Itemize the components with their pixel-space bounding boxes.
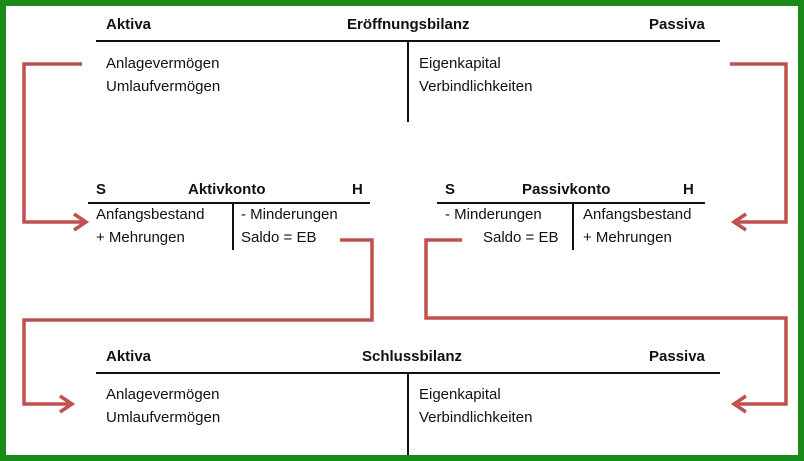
opening-passiva-header: Passiva xyxy=(649,16,705,33)
closing-right-item: Eigenkapital xyxy=(419,386,501,403)
aktivkonto-left-item: Anfangsbestand xyxy=(96,206,205,223)
closing-passiva-header: Passiva xyxy=(649,348,705,365)
opening-vertical-line xyxy=(407,40,409,122)
arrow-aktivkonto-to-closing xyxy=(22,238,374,406)
aktivkonto-right-item: Saldo = EB xyxy=(241,229,317,246)
closing-title: Schlussbilanz xyxy=(362,348,463,365)
opening-title: Eröffnungsbilanz xyxy=(347,16,470,33)
opening-right-item: Verbindlichkeiten xyxy=(419,78,533,95)
arrowhead-closing-left xyxy=(59,394,76,414)
opening-left-item: Anlagevermögen xyxy=(106,55,220,72)
closing-left-item: Anlagevermögen xyxy=(106,386,220,403)
aktivkonto-haben-label: H xyxy=(352,181,363,198)
aktivkonto-soll-label: S xyxy=(96,181,107,198)
arrowhead-aktivkonto xyxy=(73,212,90,232)
opening-left-item: Umlaufvermögen xyxy=(106,78,221,95)
closing-vertical-line xyxy=(407,372,409,455)
aktivkonto-vertical-line xyxy=(232,202,234,250)
passivkonto-left-item: - Minderungen xyxy=(445,206,542,223)
passivkonto-right-item: + Mehrungen xyxy=(583,229,672,246)
passivkonto-left-item: Saldo = EB xyxy=(483,229,559,246)
opening-aktiva-header: Aktiva xyxy=(106,16,152,33)
passivkonto-haben-label: H xyxy=(683,181,694,198)
aktivkonto-left-item: + Mehrungen xyxy=(96,229,185,246)
arrowhead-passivkonto xyxy=(730,212,747,232)
passivkonto-vertical-line xyxy=(572,202,574,250)
closing-aktiva-header: Aktiva xyxy=(106,348,152,365)
arrow-opening-to-passivkonto xyxy=(730,62,788,224)
arrowhead-closing-right xyxy=(730,394,747,414)
closing-right-item: Verbindlichkeiten xyxy=(419,409,533,426)
closing-left-item: Umlaufvermögen xyxy=(106,409,221,426)
arrow-passivkonto-to-closing xyxy=(424,238,788,406)
passivkonto-horizontal-line xyxy=(437,202,705,204)
aktivkonto-horizontal-line xyxy=(88,202,370,204)
opening-right-item: Eigenkapital xyxy=(419,55,501,72)
diagram-canvas xyxy=(6,6,798,455)
arrow-opening-to-aktivkonto xyxy=(22,62,84,224)
passivkonto-title: Passivkonto xyxy=(522,181,611,198)
aktivkonto-right-item: - Minderungen xyxy=(241,206,338,223)
aktivkonto-title: Aktivkonto xyxy=(188,181,266,198)
passivkonto-right-item: Anfangsbestand xyxy=(583,206,692,223)
passivkonto-soll-label: S xyxy=(445,181,456,198)
